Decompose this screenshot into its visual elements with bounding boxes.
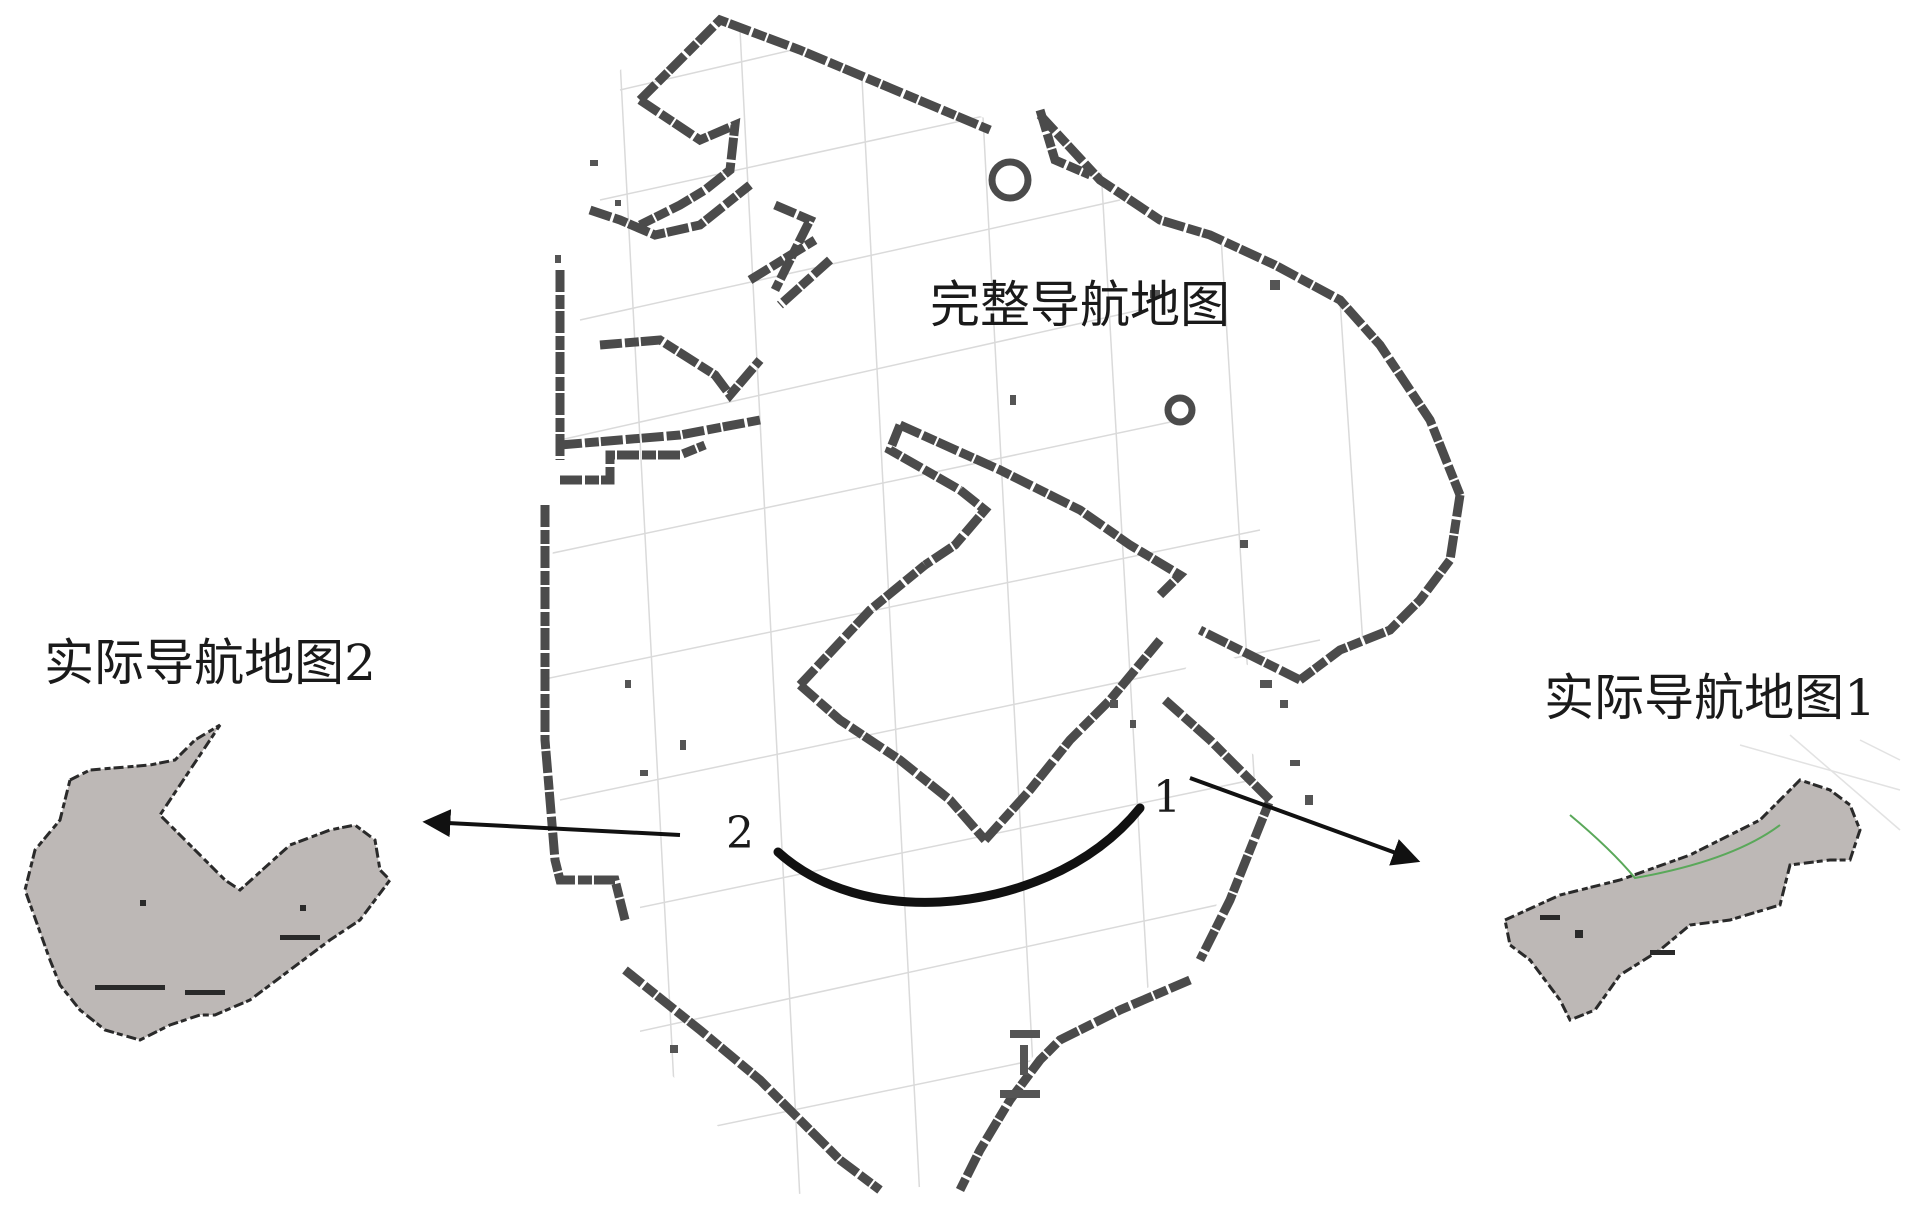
- map-1-free-space: [1503, 778, 1862, 1022]
- actual-navigation-map-2: 实际导航地图2: [23, 634, 392, 1042]
- actual-map-1-title: 实际导航地图1: [1544, 669, 1876, 727]
- point-2-label: 2: [726, 808, 754, 859]
- robot-path-curve: [773, 803, 1145, 907]
- full-map-title: 完整导航地图: [930, 276, 1230, 334]
- point-1-label: 1: [1153, 772, 1181, 823]
- map-noise: [555, 160, 1313, 1098]
- map-1-grid: [1739, 734, 1901, 831]
- map-walls: [540, 14, 1465, 1194]
- actual-map-2-title: 实际导航地图2: [44, 634, 376, 692]
- map-grid: [545, 24, 1401, 1195]
- actual-navigation-map-1: 实际导航地图1: [1503, 669, 1901, 1022]
- arrow-to-map-1: [1189, 776, 1421, 866]
- arrow-to-map-2: [422, 809, 681, 838]
- robot-trail: [1569, 814, 1781, 880]
- full-navigation-map: 2 1 完整导航地图: [540, 14, 1465, 1195]
- map-2-free-space: [23, 723, 392, 1042]
